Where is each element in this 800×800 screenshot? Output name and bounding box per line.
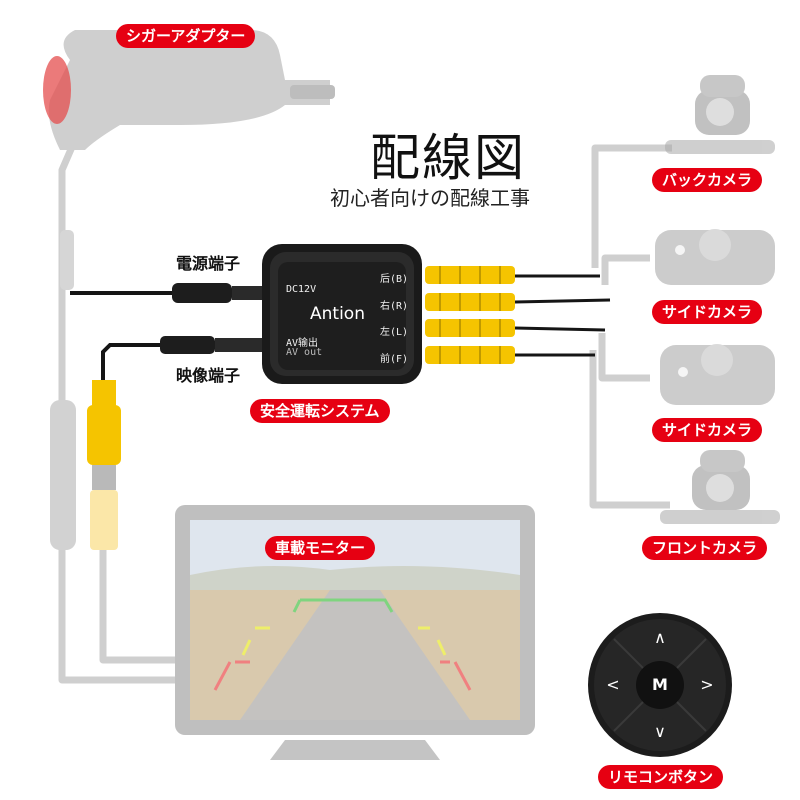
box-input-front: 前(F) [380,354,409,365]
front-cam-cable [589,350,670,509]
back-cam-cable [591,144,672,268]
cigar-adapter-graphic [43,30,335,150]
ferrite-core [60,230,74,290]
side-cam-r-cable [601,254,650,285]
box-av-out-label: AV输出 [286,338,319,349]
camera-front [660,450,780,524]
power-cable [70,283,262,303]
remote-left-icon: < [606,675,620,694]
page-subtitle: 初心者向けの配線工事 [330,186,530,210]
box-av-out-sub: AV out [286,347,323,358]
control-box-tag: 安全運転システム [250,399,390,423]
rca-plugs [425,266,515,364]
camera-back [665,75,775,154]
cigar-adapter-red-tip [43,56,71,124]
video-port-label: 映像端子 [176,366,241,385]
remote-menu-key: M [652,675,668,694]
box-input-back: 后(B) [380,274,409,285]
control-box [262,244,422,384]
box-input-right: 右(R) [380,301,409,312]
camera-side-right [655,229,775,285]
page-title: 配線図 [370,129,526,187]
monitor-tag: 車載モニター [265,536,376,560]
rca-video-connector [87,380,121,550]
remote-graphic [588,613,732,757]
back-camera-tag: バックカメラ [652,168,763,192]
camera-cables-black [514,274,611,357]
side-camera-right-tag: サイドカメラ [652,300,763,324]
remote-tag: リモコンボタン [598,765,724,789]
av-out-cable [101,336,262,380]
box-input-left: 左(L) [380,327,409,338]
power-port-label: 電源端子 [176,254,241,273]
side-camera-left-tag: サイドカメラ [652,418,763,442]
front-camera-tag: フロントカメラ [642,536,768,560]
remote-right-icon: > [700,675,714,694]
cigar-adapter-tag: シガーアダプター [116,24,256,48]
box-brand: Antion [310,304,365,324]
remote-up-icon: ∧ [654,628,666,647]
box-dc-label: DC12V [286,284,317,295]
camera-side-left [660,344,775,405]
side-cam-l-cable [598,333,650,382]
monitor-stand [270,740,440,760]
cable-sleeve [50,400,76,550]
monitor-video-cable [99,540,185,664]
remote-down-icon: ∨ [654,722,666,741]
